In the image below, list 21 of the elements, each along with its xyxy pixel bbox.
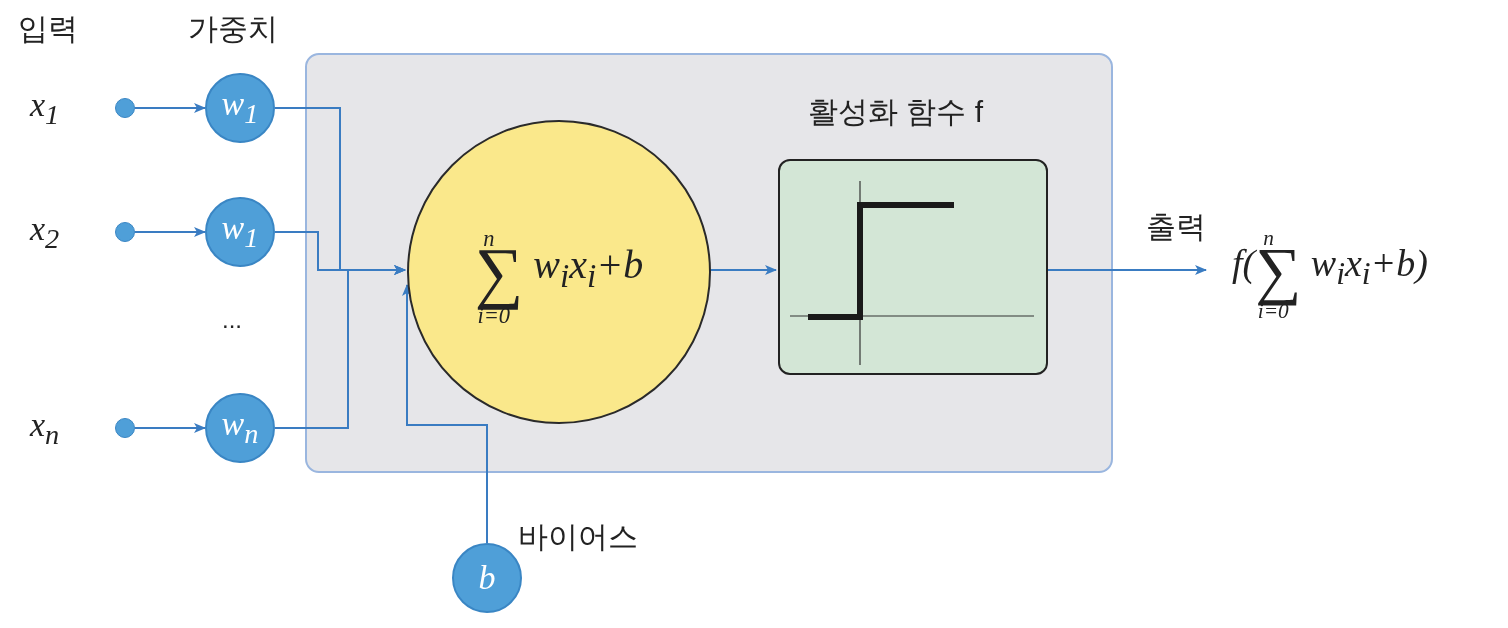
arrow	[134, 103, 206, 113]
box-heading: 활성화 함수 f	[808, 97, 983, 127]
arrow	[134, 227, 206, 237]
weight-circle: w$_{1}$	[205, 197, 275, 267]
input-dot	[115, 222, 135, 242]
arrow	[1045, 265, 1207, 275]
arrow	[134, 423, 206, 433]
input-dot	[115, 98, 135, 118]
weight-circle: w$_{1}$	[205, 73, 275, 143]
ellipsis-label: ...	[222, 308, 242, 332]
column-heading: 입력	[18, 14, 78, 44]
arrow	[708, 265, 777, 275]
weight-circle: w$_{n}$	[205, 393, 275, 463]
input-dot	[115, 418, 135, 438]
input-label: x$_{1}$	[30, 88, 60, 130]
arrow	[402, 284, 488, 544]
column-heading: 가중치	[188, 14, 278, 44]
input-label: x$_{n}$	[30, 408, 60, 450]
input-label: x$_{2}$	[30, 212, 60, 254]
arrow	[274, 265, 406, 429]
neuron-box	[305, 53, 1113, 473]
